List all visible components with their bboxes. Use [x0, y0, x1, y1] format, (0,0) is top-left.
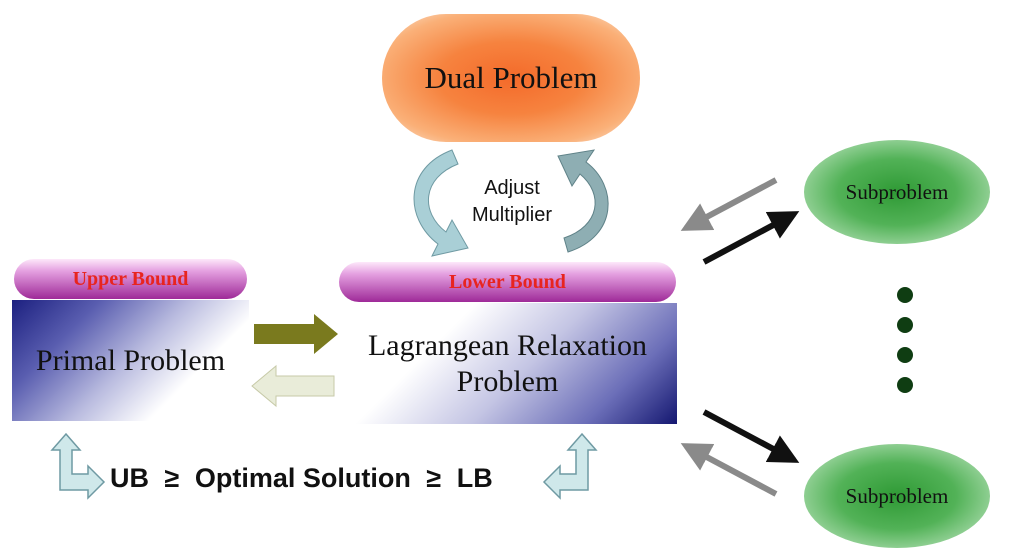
- lagrangean-relaxation-node: Lagrangean Relaxation Problem: [338, 303, 677, 424]
- subproblem-label: Subproblem: [845, 483, 949, 508]
- ellipsis-dot: [897, 317, 913, 333]
- dual-problem-node: Dual Problem: [382, 14, 640, 142]
- upper-bound-pill: Upper Bound: [14, 259, 247, 299]
- geq-symbol: ≥: [426, 463, 442, 493]
- primal-to-relaxation-arrow: [254, 314, 338, 354]
- lower-bound-label: Lower Bound: [449, 270, 566, 293]
- lagrangean-label-line1: Lagrangean Relaxation: [367, 328, 648, 362]
- bent-arrow-right: [542, 432, 598, 500]
- primal-problem-node: Primal Problem: [12, 300, 249, 421]
- cycle-arrow-left: [413, 149, 469, 257]
- ellipsis-dot: [897, 347, 913, 363]
- ellipsis-dot: [897, 377, 913, 393]
- receive-arrow-bottom: [680, 443, 778, 497]
- send-arrow-bottom: [702, 409, 800, 463]
- cycle-arrow-right: [557, 149, 609, 253]
- geq-symbol: ≥: [164, 463, 180, 493]
- relaxation-to-primal-arrow: [251, 364, 335, 408]
- bound-relation: UB ≥ Optimal Solution ≥ LB: [110, 463, 550, 494]
- subproblem-label: Subproblem: [845, 179, 949, 204]
- lower-bound-pill: Lower Bound: [339, 262, 676, 302]
- adjust-multiplier-label: Adjust Multiplier: [455, 175, 569, 229]
- dual-problem-label: Dual Problem: [424, 60, 598, 95]
- ub-term: UB: [110, 463, 149, 493]
- optimal-solution-term: Optimal Solution: [194, 463, 411, 493]
- lagrangean-label-line2: Problem: [456, 364, 559, 398]
- ellipsis-dot: [897, 287, 913, 303]
- adjust-label-line1: Adjust: [484, 177, 540, 199]
- subproblem-node-bottom: Subproblem: [804, 444, 990, 548]
- upper-bound-label: Upper Bound: [72, 267, 189, 290]
- subproblem-node-top: Subproblem: [804, 140, 990, 244]
- send-arrow-top: [702, 211, 800, 265]
- lb-term: LB: [456, 463, 493, 493]
- bent-arrow-left: [50, 432, 106, 500]
- receive-arrow-top: [680, 177, 778, 231]
- primal-problem-label: Primal Problem: [35, 343, 226, 377]
- adjust-label-line2: Multiplier: [471, 204, 553, 226]
